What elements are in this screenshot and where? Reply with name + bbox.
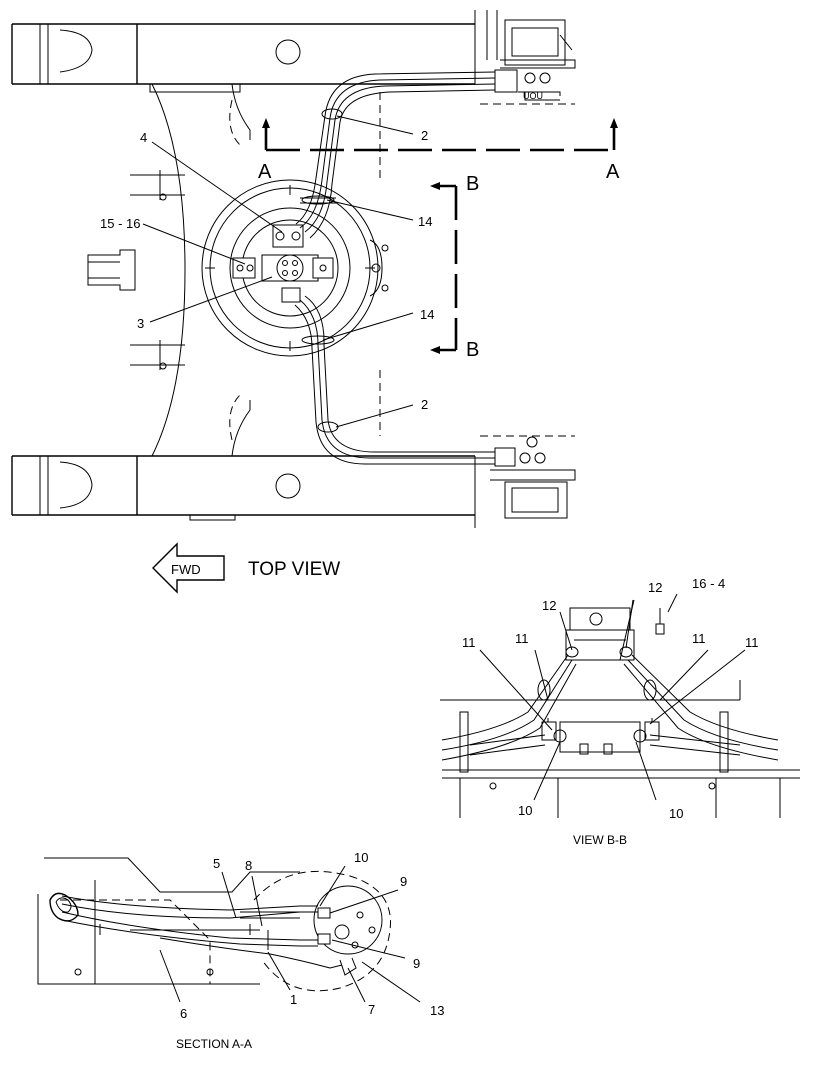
- right-upper-mount: [379, 10, 576, 180]
- callout-15-16: 15 - 16: [100, 216, 140, 231]
- view-bb: 12 16 - 4 12 11 11 11 11 10 10 VIEW B-B: [440, 576, 800, 847]
- bb-callout-11-b: 11: [515, 631, 529, 646]
- hoses-upper: UOU: [295, 69, 561, 239]
- upper-frame-rail: [11, 10, 476, 93]
- bb-callout-11-c: 11: [692, 631, 706, 646]
- swing-circle: [201, 179, 389, 357]
- bb-callout-12-left: 12: [542, 598, 556, 613]
- right-lower-mount: [379, 370, 576, 519]
- aa-callout-10: 10: [354, 850, 368, 865]
- lower-frame-rail: [11, 455, 476, 528]
- aa-callout-1: 1: [290, 992, 297, 1007]
- aa-callout-5: 5: [213, 856, 220, 871]
- aa-callout-7: 7: [368, 1002, 375, 1017]
- aa-callout-6: 6: [180, 1006, 187, 1021]
- callout-2-bottom: 2: [421, 397, 428, 412]
- svg-text:UOU: UOU: [523, 91, 543, 101]
- bb-callout-16-4: 16 - 4: [692, 576, 725, 591]
- section-aa-structure: [37, 857, 391, 992]
- fwd-label: FWD: [171, 562, 201, 577]
- section-aa: 5 8 10 9 9 6 1 7 13 SECTION A-A: [37, 850, 444, 1051]
- top-view-title: TOP VIEW: [248, 559, 340, 580]
- top-view: UOU: [11, 10, 620, 594]
- bb-callout-11-d: 11: [745, 635, 759, 650]
- bb-callout-11-a: 11: [462, 635, 476, 650]
- bb-callout-10-right: 10: [669, 806, 683, 821]
- callout-2-top: 2: [421, 128, 428, 143]
- crossmember: [87, 83, 251, 457]
- forward-arrow-icon: [152, 542, 225, 594]
- callout-14-bottom: 14: [420, 307, 434, 322]
- aa-callout-9-bottom: 9: [413, 956, 420, 971]
- view-bb-caption: VIEW B-B: [573, 833, 627, 847]
- aa-callout-9-top: 9: [400, 874, 407, 889]
- callout-14-top: 14: [418, 214, 432, 229]
- view-bb-leaders: [479, 593, 746, 801]
- callout-4: 4: [140, 130, 147, 145]
- section-b-label-top: B: [466, 173, 479, 195]
- section-b-label-bottom: B: [466, 339, 479, 361]
- aa-callout-13: 13: [430, 1003, 444, 1018]
- bb-callout-10-left: 10: [518, 803, 532, 818]
- bb-callout-12-top: 12: [648, 580, 662, 595]
- hoses-lower: [294, 295, 546, 467]
- callout-3: 3: [137, 316, 144, 331]
- aa-callout-8: 8: [245, 858, 252, 873]
- section-a-label-right: A: [606, 161, 620, 183]
- section-a-cut-line: [262, 118, 618, 152]
- section-a-label-left: A: [258, 161, 272, 183]
- section-aa-hoses: [49, 892, 343, 969]
- view-bb-structure: [440, 599, 800, 818]
- section-b-cut-line: [430, 182, 458, 354]
- section-aa-leaders: [159, 865, 421, 1003]
- top-view-leaders: [142, 115, 414, 428]
- section-aa-caption: SECTION A-A: [176, 1037, 252, 1051]
